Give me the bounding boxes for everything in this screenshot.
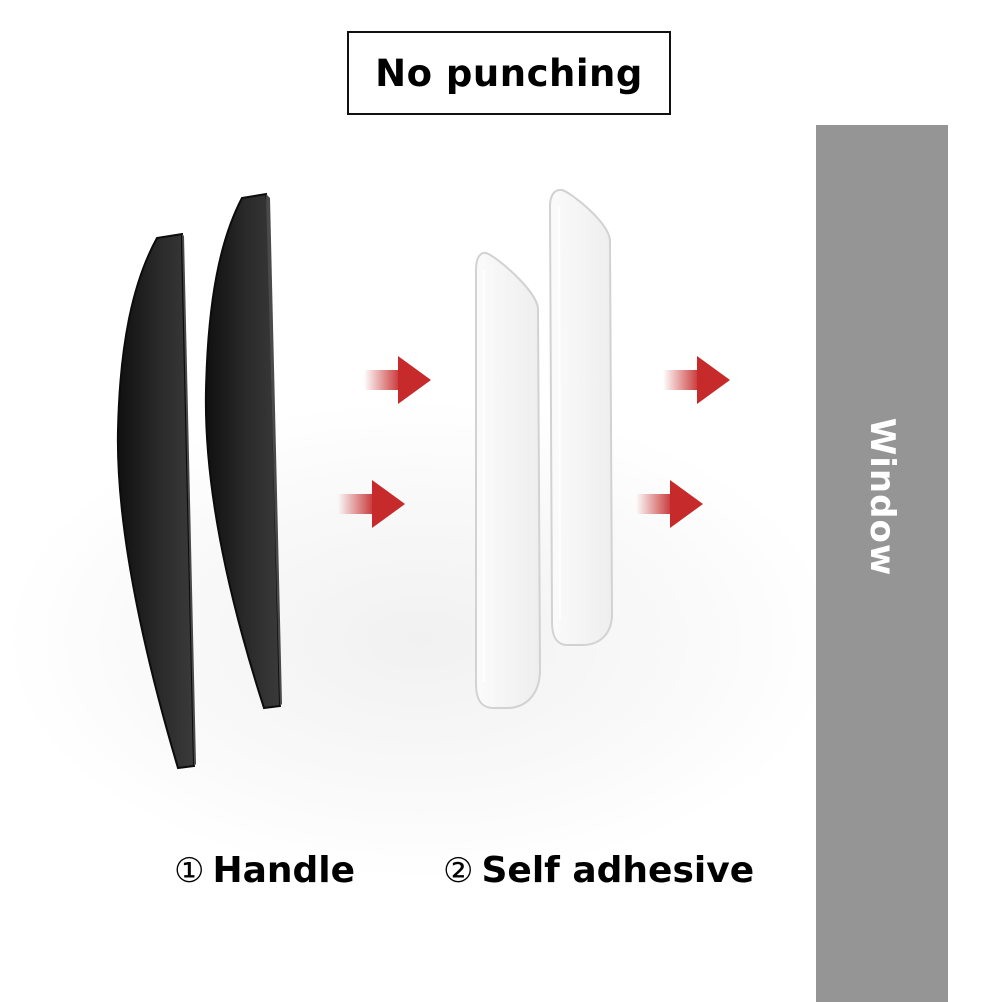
caption-number: ②: [443, 850, 474, 891]
handle-right: [204, 192, 282, 710]
caption-text: Self adhesive: [481, 850, 755, 891]
caption-self-adhesive: ② Self adhesive: [443, 850, 754, 891]
window-panel: [816, 125, 948, 1002]
arrow-right-icon: [663, 356, 730, 404]
title-text: No punching: [375, 51, 643, 95]
title-box: No punching: [347, 31, 671, 115]
caption-text: Handle: [212, 850, 356, 891]
adhesive-pad-left: [475, 251, 542, 709]
arrow-right-icon: [338, 480, 405, 528]
handle-left: [116, 232, 196, 770]
adhesive-pad-right: [548, 188, 614, 646]
caption-handle: ① Handle: [174, 850, 355, 891]
arrow-right-icon: [636, 480, 703, 528]
caption-number: ①: [174, 850, 205, 891]
arrow-right-icon: [364, 356, 431, 404]
